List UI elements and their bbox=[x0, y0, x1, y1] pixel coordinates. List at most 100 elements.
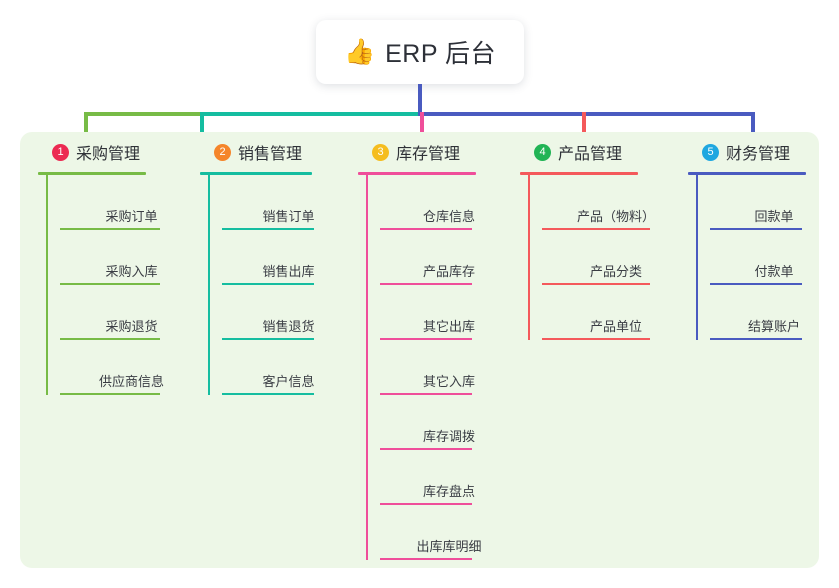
branches-panel bbox=[20, 132, 819, 568]
branch-purchase-management: 1 采购管理 采购订单 采购入库 采购退货 供应商信息 bbox=[38, 140, 203, 395]
list-item[interactable]: 产品（物料） bbox=[542, 175, 690, 230]
branch-header[interactable]: 4 产品管理 bbox=[520, 140, 690, 164]
list-item[interactable]: 库存盘点 bbox=[380, 450, 518, 505]
branch-number-badge: 4 bbox=[534, 143, 551, 161]
item-label: 客户信息 bbox=[262, 374, 315, 389]
item-underline bbox=[380, 558, 472, 560]
list-item[interactable]: 采购入库 bbox=[60, 230, 203, 285]
connector-bar-teal bbox=[200, 112, 418, 116]
connector-drop-sales bbox=[200, 112, 204, 136]
branch-title: 采购管理 bbox=[76, 146, 141, 163]
list-item[interactable]: 回款单 bbox=[710, 175, 838, 230]
item-underline bbox=[222, 393, 314, 395]
list-item[interactable]: 销售退货 bbox=[222, 285, 355, 340]
branch-spine bbox=[366, 175, 368, 560]
branch-title: 财务管理 bbox=[726, 146, 791, 163]
item-label: 库存盘点 bbox=[422, 484, 475, 499]
branch-underline bbox=[38, 172, 146, 175]
list-item[interactable]: 仓库信息 bbox=[380, 175, 518, 230]
branch-header[interactable]: 2 销售管理 bbox=[200, 140, 355, 164]
list-item[interactable]: 其它入库 bbox=[380, 340, 518, 395]
list-item[interactable]: 销售出库 bbox=[222, 230, 355, 285]
item-underline bbox=[380, 393, 472, 395]
item-underline bbox=[380, 503, 472, 505]
branch-header[interactable]: 3 库存管理 bbox=[358, 140, 518, 164]
branch-items: 仓库信息 产品库存 其它出库 其它入库 库存调拨 库存盘点 bbox=[358, 175, 518, 560]
branch-title: 库存管理 bbox=[396, 146, 461, 163]
item-underline bbox=[542, 338, 650, 340]
branch-title: 销售管理 bbox=[238, 146, 303, 163]
root-node-erp-backend[interactable]: 👍 ERP 后台 bbox=[316, 20, 524, 84]
branch-header[interactable]: 1 采购管理 bbox=[38, 140, 203, 164]
item-label: 销售出库 bbox=[262, 264, 315, 279]
branch-header[interactable]: 5 财务管理 bbox=[688, 140, 838, 164]
branch-spine bbox=[46, 175, 48, 395]
item-label: 付款单 bbox=[754, 264, 794, 279]
list-item[interactable]: 产品库存 bbox=[380, 230, 518, 285]
branch-sales-management: 2 销售管理 销售订单 销售出库 销售退货 客户信息 bbox=[200, 140, 355, 395]
item-label: 销售订单 bbox=[262, 209, 315, 224]
item-underline bbox=[710, 228, 802, 230]
branch-inventory-management: 3 库存管理 仓库信息 产品库存 其它出库 其它入库 库存调拨 bbox=[358, 140, 518, 560]
connector-drop-product bbox=[582, 112, 586, 136]
branch-number-badge: 2 bbox=[214, 143, 231, 161]
thumbs-up-icon: 👍 bbox=[343, 37, 376, 66]
branch-finance-management: 5 财务管理 回款单 付款单 结算账户 bbox=[688, 140, 838, 340]
connector-bar-green bbox=[84, 112, 200, 116]
list-item[interactable]: 客户信息 bbox=[222, 340, 355, 395]
item-label: 回款单 bbox=[754, 209, 794, 224]
item-underline bbox=[60, 228, 160, 230]
list-item[interactable]: 付款单 bbox=[710, 230, 838, 285]
item-underline bbox=[60, 283, 160, 285]
list-item[interactable]: 采购订单 bbox=[60, 175, 203, 230]
item-label: 出库库明细 bbox=[416, 539, 482, 554]
item-underline bbox=[222, 283, 314, 285]
item-underline bbox=[380, 228, 472, 230]
item-label: 产品（物料） bbox=[576, 209, 655, 224]
list-item[interactable]: 销售订单 bbox=[222, 175, 355, 230]
item-underline bbox=[380, 283, 472, 285]
list-item[interactable]: 出库库明细 bbox=[380, 505, 518, 560]
list-item[interactable]: 采购退货 bbox=[60, 285, 203, 340]
item-underline bbox=[380, 448, 472, 450]
list-item[interactable]: 结算账户 bbox=[710, 285, 838, 340]
branch-underline bbox=[200, 172, 312, 175]
item-underline bbox=[542, 228, 650, 230]
root-node-label: ERP 后台 bbox=[385, 40, 497, 68]
list-item[interactable]: 产品分类 bbox=[542, 230, 690, 285]
item-underline bbox=[710, 283, 802, 285]
item-label: 产品单位 bbox=[589, 319, 642, 334]
item-underline bbox=[60, 393, 160, 395]
item-label: 销售退货 bbox=[262, 319, 315, 334]
item-label: 采购入库 bbox=[105, 264, 158, 279]
branch-number-badge: 3 bbox=[372, 143, 389, 161]
item-underline bbox=[710, 338, 802, 340]
item-label: 产品分类 bbox=[589, 264, 642, 279]
connector-drop-inventory bbox=[420, 112, 424, 136]
branch-spine bbox=[208, 175, 210, 395]
branch-items: 回款单 付款单 结算账户 bbox=[688, 175, 838, 340]
item-label: 产品库存 bbox=[422, 264, 475, 279]
list-item[interactable]: 产品单位 bbox=[542, 285, 690, 340]
branch-underline bbox=[688, 172, 806, 175]
list-item[interactable]: 供应商信息 bbox=[60, 340, 203, 395]
connector-bar-blue bbox=[418, 112, 755, 116]
item-underline bbox=[222, 338, 314, 340]
branch-product-management: 4 产品管理 产品（物料） 产品分类 产品单位 bbox=[520, 140, 690, 340]
branch-items: 销售订单 销售出库 销售退货 客户信息 bbox=[200, 175, 355, 395]
item-label: 采购退货 bbox=[105, 319, 158, 334]
connector-drop-finance bbox=[751, 112, 755, 136]
item-underline bbox=[542, 283, 650, 285]
connector-stem bbox=[418, 84, 422, 114]
connector-drop-purchase bbox=[84, 112, 88, 136]
branch-items: 采购订单 采购入库 采购退货 供应商信息 bbox=[38, 175, 203, 395]
item-label: 库存调拨 bbox=[422, 429, 475, 444]
list-item[interactable]: 其它出库 bbox=[380, 285, 518, 340]
branch-items: 产品（物料） 产品分类 产品单位 bbox=[520, 175, 690, 340]
branch-number-badge: 5 bbox=[702, 143, 719, 161]
list-item[interactable]: 库存调拨 bbox=[380, 395, 518, 450]
item-label: 其它出库 bbox=[422, 319, 475, 334]
item-underline bbox=[222, 228, 314, 230]
item-label: 采购订单 bbox=[105, 209, 158, 224]
branch-spine bbox=[696, 175, 698, 340]
